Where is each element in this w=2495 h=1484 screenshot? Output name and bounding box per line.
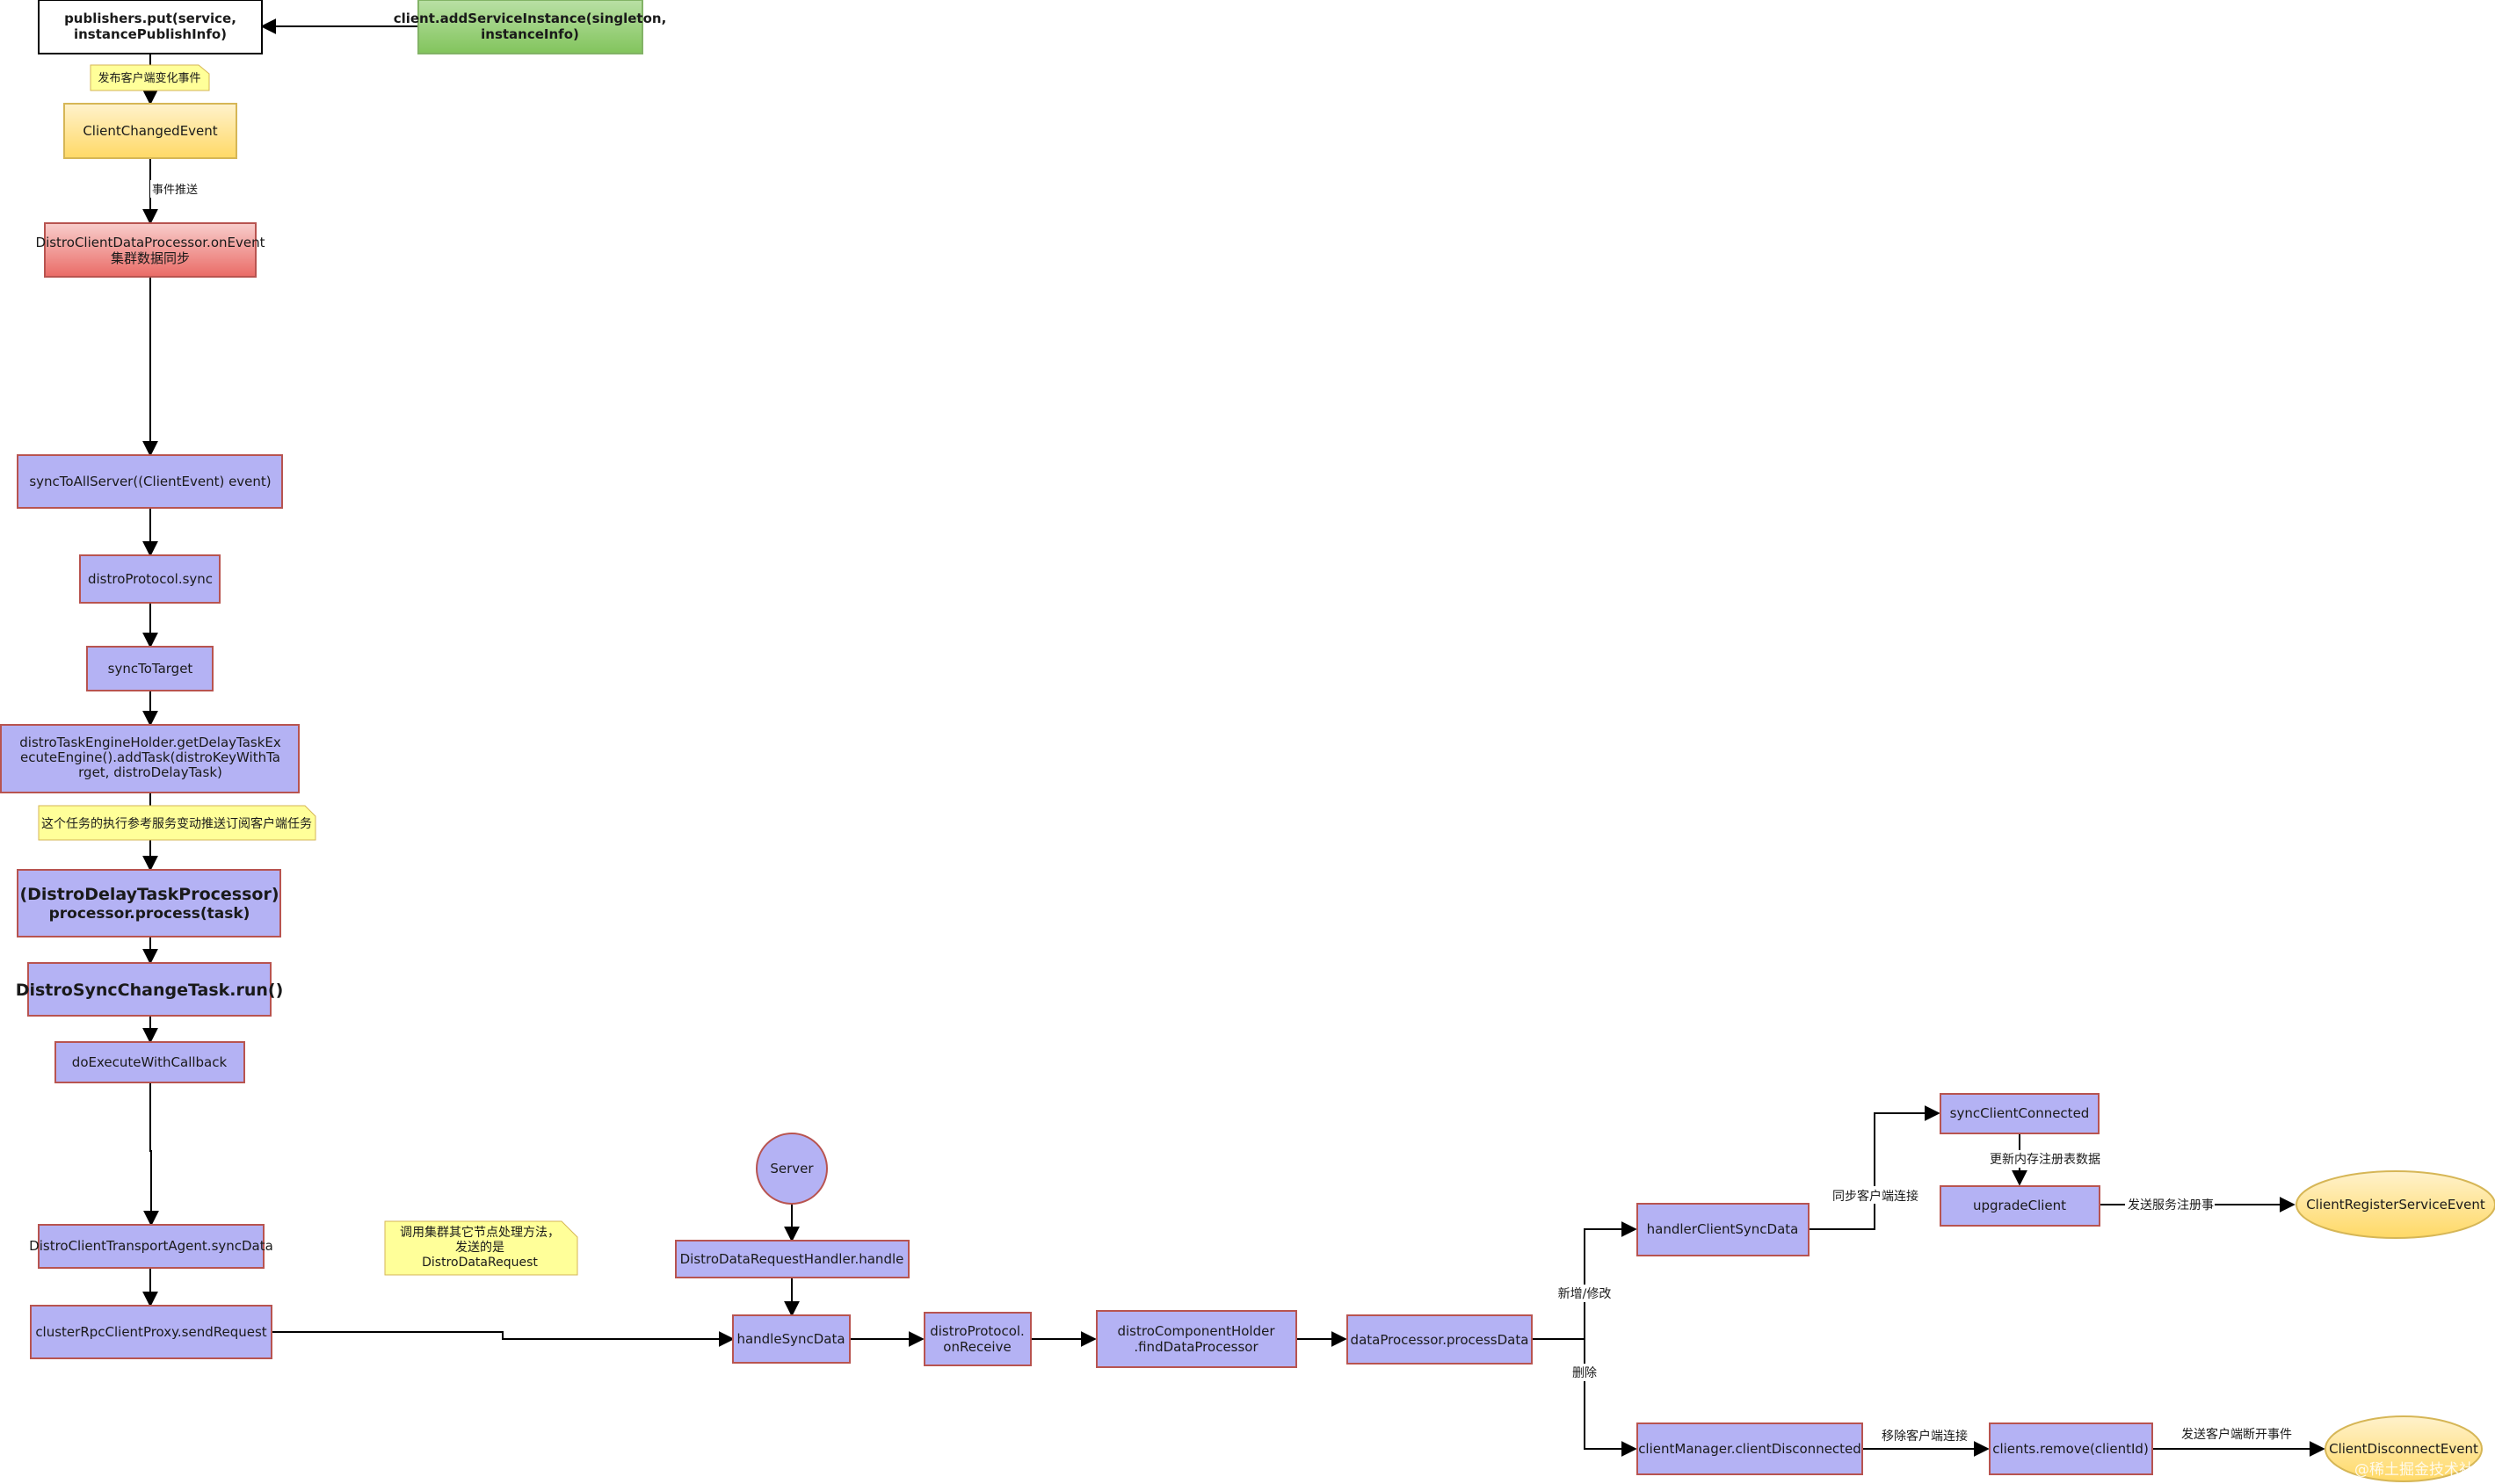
edge-label-update-registry-data: 更新内存注册表数据: [1990, 1153, 2100, 1167]
node-label: handlerClientSyncData: [1647, 1221, 1799, 1237]
node-label: dataProcessor.processData: [1351, 1332, 1529, 1348]
note-call-other-nodes: 调用集群其它节点处理方法， 发送的是 DistroDataRequest: [384, 1220, 578, 1276]
edge-process-data-to-handler-client-sync: [1532, 1221, 1637, 1340]
node-publishers-put[interactable]: publishers.put(service, instancePublishI…: [38, 0, 263, 54]
edge-do-execute-to-transport-agent: [143, 1082, 159, 1227]
node-label-line-1: DistroClientDataProcessor.onEvent: [36, 235, 265, 250]
node-label-line-1: distroComponentHolder: [1117, 1323, 1275, 1339]
edge-process-data-to-client-disconnected: [1584, 1339, 1637, 1457]
node-process-data[interactable]: dataProcessor.processData: [1346, 1314, 1533, 1365]
node-label: clients.remove(clientId): [1992, 1441, 2149, 1457]
node-sync-to-target[interactable]: syncToTarget: [86, 646, 214, 691]
note-text: 发布客户端变化事件: [98, 71, 200, 85]
edge-label-sync-client-connection: 同步客户端连接: [1832, 1189, 1918, 1204]
node-label-line-2: 集群数据同步: [111, 250, 190, 266]
node-label-line-2: onReceive: [943, 1339, 1011, 1355]
edge-label-event-push: 事件推送: [152, 184, 198, 197]
node-label: syncToTarget: [108, 661, 193, 677]
node-add-task[interactable]: distroTaskEngineHolder.getDelayTaskEx ec…: [0, 724, 300, 793]
node-client-register-service-event[interactable]: ClientRegisterServiceEvent: [2296, 1170, 2495, 1239]
node-label-line-3: rget, distroDelayTask): [78, 764, 222, 780]
node-label: clusterRpcClientProxy.sendRequest: [35, 1324, 266, 1340]
node-label-line-1: distroProtocol.: [930, 1323, 1025, 1339]
node-upgrade-client[interactable]: upgradeClient: [1940, 1185, 2100, 1227]
watermark-text: @稀土掘金技术社区: [2354, 1461, 2489, 1479]
node-transport-agent-sync-data[interactable]: DistroClientTransportAgent.syncData: [29, 1224, 273, 1269]
node-label-line-1: publishers.put(service,: [64, 11, 236, 26]
node-label-line-2: instanceInfo): [481, 26, 579, 42]
note-text-line-2: 发送的是: [455, 1241, 504, 1255]
node-label-line-2: processor.process(task): [49, 905, 250, 923]
node-label-line-1: distroTaskEngineHolder.getDelayTaskEx: [19, 735, 281, 750]
node-label: clientManager.clientDisconnected: [1638, 1441, 1861, 1457]
edge-label-send-service-register-event: 发送服务注册事: [2128, 1198, 2214, 1213]
node-label-line-1: client.addServiceInstance(singleton,: [394, 11, 667, 26]
node-add-service-instance[interactable]: client.addServiceInstance(singleton, ins…: [394, 0, 667, 54]
node-cluster-rpc-send-request[interactable]: clusterRpcClientProxy.sendRequest: [30, 1305, 272, 1359]
node-label: upgradeClient: [1973, 1198, 2066, 1213]
node-label: ClientChangedEvent: [83, 123, 217, 139]
node-label: doExecuteWithCallback: [72, 1054, 228, 1070]
node-label: ClientDisconnectEvent: [2329, 1441, 2478, 1457]
node-label: DistroClientTransportAgent.syncData: [29, 1238, 273, 1254]
edge-label-delete: 删除: [1572, 1366, 1597, 1380]
node-label: syncClientConnected: [1950, 1105, 2090, 1121]
node-client-disconnect-event[interactable]: ClientDisconnectEvent: [2325, 1415, 2483, 1482]
node-client-changed-event[interactable]: ClientChangedEvent: [63, 103, 237, 159]
node-sync-client-connected[interactable]: syncClientConnected: [1940, 1093, 2100, 1134]
node-distro-client-on-event[interactable]: DistroClientDataProcessor.onEvent 集群数据同步: [36, 222, 265, 278]
node-server[interactable]: Server: [756, 1133, 828, 1205]
node-clients-remove[interactable]: clients.remove(clientId): [1989, 1422, 2153, 1475]
edge-label-send-client-disconnect-event: 发送客户端断开事件: [2181, 1427, 2292, 1442]
node-label: distroProtocol.sync: [88, 571, 213, 587]
node-sync-change-task-run[interactable]: DistroSyncChangeTask.run(): [16, 962, 284, 1017]
node-request-handler-handle[interactable]: DistroDataRequestHandler.handle: [675, 1240, 910, 1278]
node-label-line-2: ecuteEngine().addTask(distroKeyWithTa: [20, 749, 280, 765]
node-handler-client-sync-data[interactable]: handlerClientSyncData: [1636, 1203, 1810, 1256]
node-find-data-processor[interactable]: distroComponentHolder .findDataProcessor: [1096, 1310, 1297, 1368]
node-do-execute-with-callback[interactable]: doExecuteWithCallback: [54, 1041, 245, 1083]
note-text-line-1: 调用集群其它节点处理方法，: [400, 1225, 560, 1240]
node-label: DistroDataRequestHandler.handle: [680, 1251, 904, 1267]
node-delay-task-processor[interactable]: (DistroDelayTaskProcessor) processor.pro…: [17, 869, 281, 937]
node-label: ClientRegisterServiceEvent: [2306, 1197, 2485, 1213]
node-label: syncToAllServer((ClientEvent) event): [29, 474, 271, 489]
edge-handler-client-sync-to-sync-connected: [1809, 1105, 1940, 1230]
edge-send-request-to-handle-sync-data: [272, 1331, 735, 1347]
edge-label-add-or-modify: 新增/修改: [1558, 1287, 1612, 1301]
node-label-line-2: .findDataProcessor: [1134, 1339, 1258, 1355]
note-publish-change-event: 发布客户端变化事件: [90, 64, 210, 91]
node-label: DistroSyncChangeTask.run(): [16, 981, 284, 1000]
note-text-line-3: DistroDataRequest: [422, 1256, 538, 1270]
note-text: 这个任务的执行参考服务变动推送订阅客户端任务: [41, 816, 312, 831]
node-distro-protocol-on-receive[interactable]: distroProtocol. onReceive: [924, 1312, 1032, 1366]
node-label: Server: [770, 1161, 814, 1176]
node-label-line-2: instancePublishInfo): [74, 26, 227, 42]
node-label: handleSyncData: [736, 1331, 845, 1347]
note-task-execution-reference: 这个任务的执行参考服务变动推送订阅客户端任务: [38, 805, 316, 841]
node-client-disconnected[interactable]: clientManager.clientDisconnected: [1636, 1422, 1863, 1475]
node-sync-to-all-server[interactable]: syncToAllServer((ClientEvent) event): [17, 454, 283, 509]
node-label-line-1: (DistroDelayTaskProcessor): [19, 885, 279, 904]
edge-label-remove-client-connection: 移除客户端连接: [1882, 1429, 1968, 1444]
node-handle-sync-data[interactable]: handleSyncData: [732, 1314, 851, 1364]
node-distro-protocol-sync[interactable]: distroProtocol.sync: [79, 554, 221, 604]
